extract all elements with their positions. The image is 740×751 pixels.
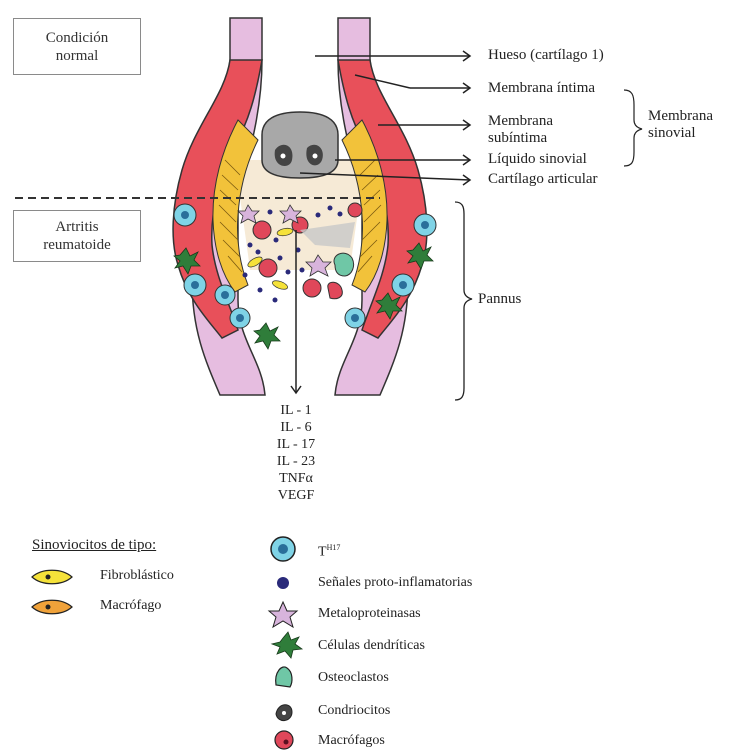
legend-macrofagos: Macrófagos [318,733,385,749]
legend-celulas-dendriticas: Células dendríticas [318,638,425,654]
macrophage-synoviocyte-icon [32,600,72,614]
macrophage-icon [275,731,293,749]
label-pannus: Pannus [478,291,521,308]
legend-th17-main: T [318,545,327,560]
cytokine-il6: IL - 6 [256,419,336,436]
label-membrana-sinovial: Membrana sinovial [648,108,713,142]
pannus-brace [455,202,472,400]
legend-senales: Señales proto-inflamatorias [318,575,472,591]
label-hueso: Hueso (cartílago 1) [488,47,604,64]
articular-cartilage [262,112,338,178]
th17-cell-icon [271,537,295,561]
cytokine-il23: IL - 23 [256,453,336,470]
cytokine-tnfa: TNFα [256,470,336,487]
legend-th17-sup: H17 [327,543,341,552]
label-cartilago-articular: Cartílago articular [488,171,598,188]
legend-metaloproteinasas: Metaloproteinasas [318,606,421,622]
cytokine-il17: IL - 17 [256,436,336,453]
rheumatoid-arthritis-box: Artritis reumatoide [13,210,141,262]
sinovial-brace [624,90,642,166]
legend-macrofago: Macrófago [100,598,161,614]
normal-condition-box: Condición normal [13,18,141,75]
label-liquido-sinovial: Líquido sinovial [488,151,587,168]
dendritic-cell-icon [272,632,302,658]
legend-th17: TH17 [318,540,340,561]
metalloproteinase-star-icon [269,602,297,627]
cytokine-il1: IL - 1 [256,402,336,419]
sinoviocitos-legend-title: Sinoviocitos de tipo: [32,537,156,554]
fibroblast-synoviocyte-icon [32,570,72,584]
signal-dot-icon [277,577,289,589]
cytokine-vegf: VEGF [256,487,336,504]
osteoclast-icon [276,667,292,687]
cytokine-list: IL - 1 IL - 6 IL - 17 IL - 23 TNFα VEGF [256,402,336,504]
legend-fibroblastico: Fibroblástico [100,568,174,584]
legend-condriocitos: Condriocitos [318,703,390,719]
label-membrana-subintima: Membrana subíntima [488,113,553,147]
label-membrana-intima: Membrana íntima [488,80,595,97]
legend-osteoclastos: Osteoclastos [318,670,389,686]
